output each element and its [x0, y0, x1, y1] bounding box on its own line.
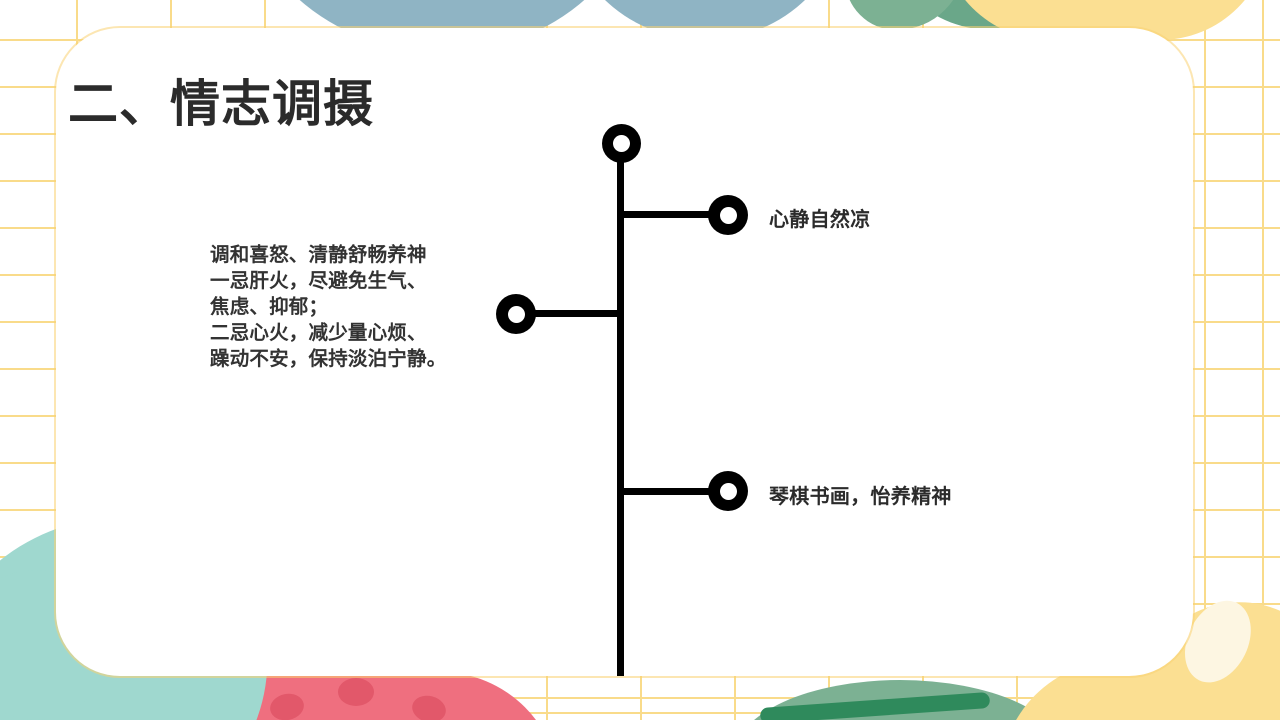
timeline-node-root[interactable]: [602, 124, 641, 163]
timeline-node-bottom[interactable]: [708, 471, 748, 511]
timeline-branch-top: [621, 211, 721, 218]
page-title: 二、情志调摄: [68, 76, 374, 132]
timeline-label-top: 心静自然凉: [769, 209, 871, 231]
body-paragraph: 调和喜怒、清静舒畅养神 一忌肝火，尽避免生气、 焦虑、抑郁； 二忌心火，减少量心…: [210, 244, 447, 370]
timeline-branch-middle: [533, 310, 623, 317]
timeline-node-middle[interactable]: [496, 294, 536, 334]
timeline-branch-bottom: [621, 488, 721, 495]
timeline-node-top[interactable]: [708, 195, 748, 235]
timeline-label-bottom: 琴棋书画，怡养精神: [769, 486, 952, 508]
timeline-trunk: [617, 144, 624, 676]
